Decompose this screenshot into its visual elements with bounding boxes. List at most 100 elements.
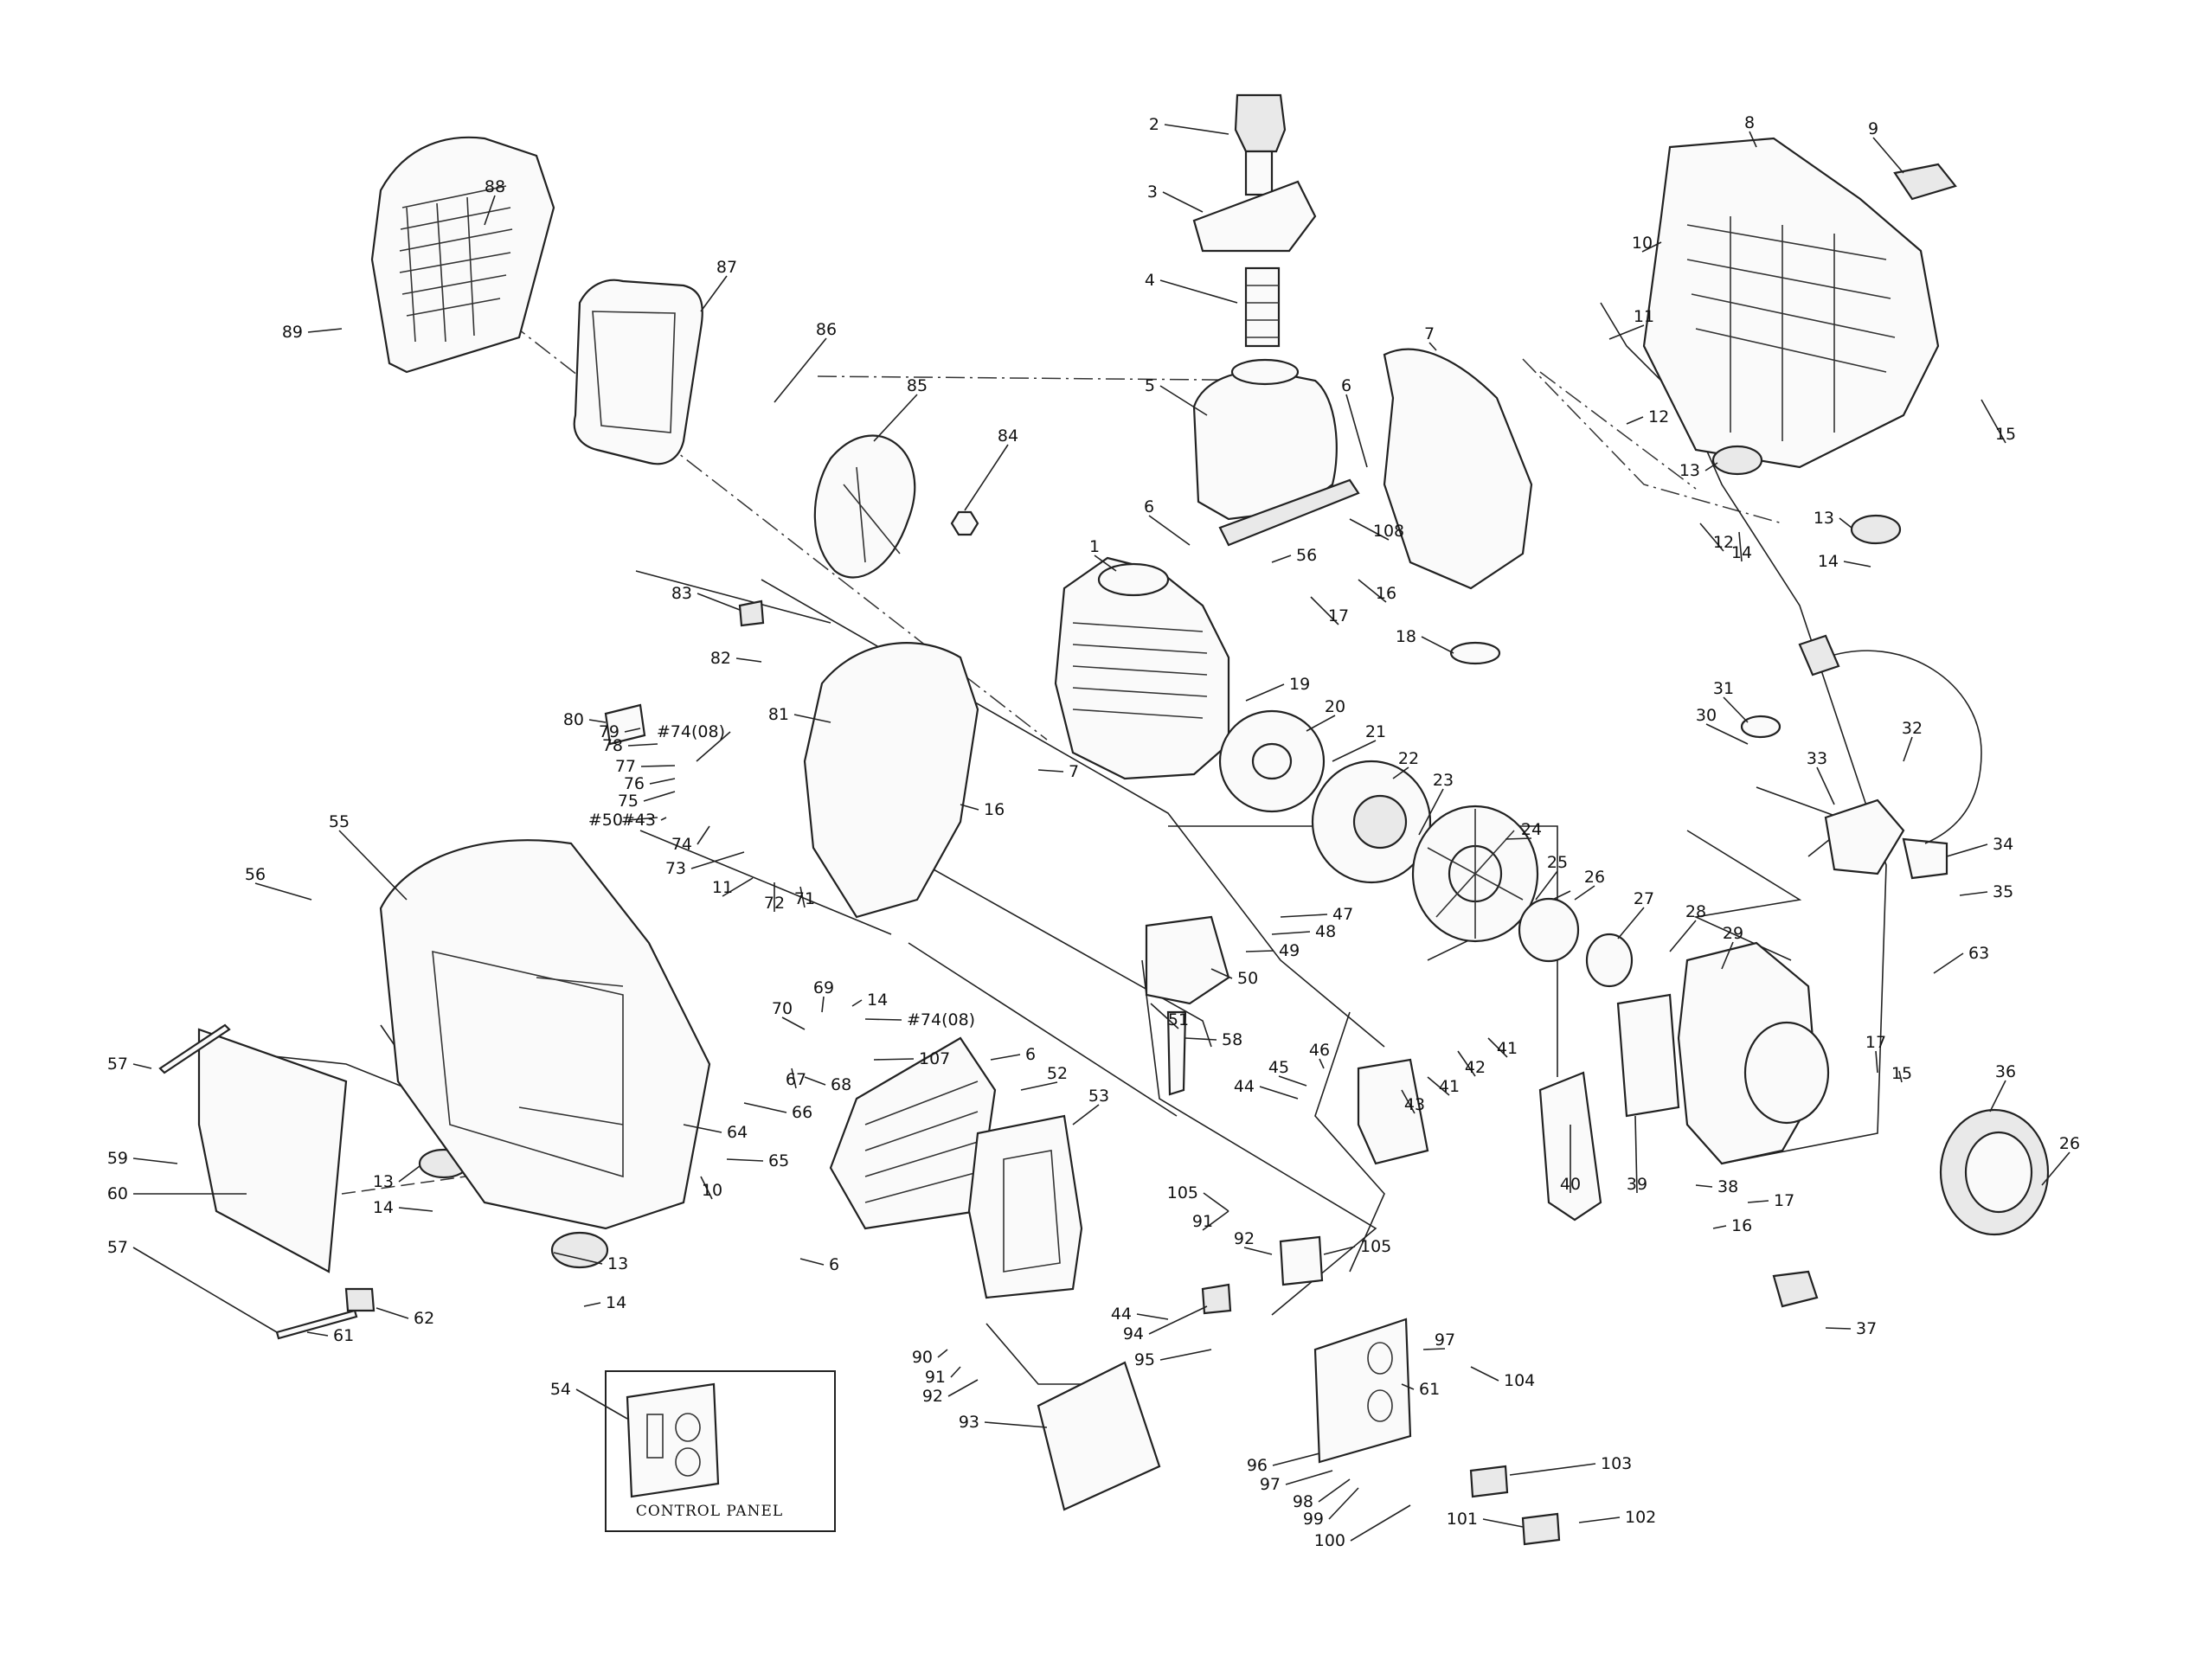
callout-leader-c38 — [1695, 1184, 1713, 1188]
callout-c92b: 92 — [922, 1387, 943, 1406]
callout-leader-c87 — [700, 275, 728, 312]
part-103-connector — [1469, 1465, 1509, 1498]
callout-c13d: 13 — [607, 1254, 628, 1273]
callout-c23: 23 — [1433, 771, 1454, 790]
part-60-side-panel — [197, 1028, 348, 1273]
callout-leader-c86 — [774, 337, 827, 403]
callout-leader-c99 — [1328, 1487, 1359, 1520]
callout-c98: 98 — [1293, 1492, 1313, 1511]
callout-leader-c6c — [990, 1054, 1021, 1061]
callout-leader-c9 — [1872, 137, 1904, 174]
callout-c17b: 17 — [1865, 1033, 1886, 1052]
callout-c89: 89 — [282, 323, 303, 342]
callout-c53: 53 — [1088, 1087, 1109, 1106]
callout-leader-c24 — [1505, 837, 1532, 840]
callout-leader-c14c — [398, 1207, 433, 1212]
callout-c102: 102 — [1625, 1508, 1656, 1527]
callout-leader-c44b — [1136, 1313, 1169, 1320]
callout-c72: 72 — [764, 894, 785, 913]
callout-leader-c49 — [1245, 950, 1274, 952]
callout-c27: 27 — [1634, 889, 1654, 908]
callout-leader-c41b — [1487, 1037, 1508, 1058]
part-96-control-panel — [1313, 1318, 1412, 1464]
callout-leader-c80 — [588, 719, 607, 723]
callout-leader-c28 — [1669, 920, 1697, 952]
part-50-carburetor — [1145, 915, 1230, 1005]
part-62-clamp — [344, 1287, 376, 1312]
callout-c45: 45 — [1268, 1058, 1289, 1077]
callout-leader-c6b — [1148, 515, 1191, 546]
callout-c19: 19 — [1289, 675, 1310, 694]
callout-c12b: 12 — [1713, 533, 1734, 552]
callout-leader-c1 — [1094, 555, 1117, 572]
callout-c87: 87 — [716, 258, 737, 277]
callout-leader-c30 — [1705, 723, 1749, 745]
callout-c73: 73 — [665, 859, 686, 878]
callout-c57a: 57 — [107, 1055, 128, 1074]
callout-leader-c26a — [1574, 885, 1595, 901]
callout-c95: 95 — [1134, 1350, 1155, 1369]
callout-c13b: 13 — [1814, 509, 1834, 528]
callout-leader-c105a — [1203, 1192, 1229, 1212]
callout-c104: 104 — [1504, 1371, 1535, 1390]
callout-c50b: #50 — [588, 811, 623, 830]
callout-c6c: 6 — [1025, 1045, 1036, 1064]
callout-leader-c107 — [873, 1058, 915, 1061]
callout-c64: 64 — [727, 1123, 748, 1142]
callout-c65: 65 — [768, 1151, 789, 1170]
callout-leader-c50b — [627, 817, 658, 821]
callout-leader-c97b — [1285, 1470, 1333, 1485]
callout-c68: 68 — [831, 1075, 851, 1094]
callout-leader-c21 — [1332, 740, 1377, 762]
part-37-handle — [1772, 1270, 1819, 1308]
callout-c46: 46 — [1309, 1041, 1330, 1060]
callout-c43a: 43 — [1404, 1095, 1425, 1114]
callout-leader-c26b — [2041, 1151, 2070, 1186]
callout-leader-c14e — [851, 999, 863, 1007]
callout-c41a: 41 — [1439, 1077, 1460, 1096]
callout-leader-c90 — [937, 1349, 948, 1358]
callout-c13c: 13 — [373, 1172, 394, 1191]
callout-leader-c34 — [1946, 843, 1988, 857]
callout-c92a: 92 — [1234, 1229, 1255, 1248]
callout-leader-c16b — [960, 804, 979, 811]
callout-leader-c91a — [1202, 1210, 1229, 1231]
callout-c14e: 14 — [867, 991, 888, 1010]
callout-c35: 35 — [1993, 882, 2013, 901]
callout-c6a: 6 — [1341, 376, 1351, 395]
part-24-fan — [1411, 805, 1539, 943]
part-83-block — [738, 600, 765, 627]
callout-leader-c14d — [583, 1302, 601, 1307]
part-85-cover — [813, 434, 916, 579]
callout-c85: 85 — [907, 376, 928, 395]
callout-c21: 21 — [1365, 722, 1386, 741]
callout-leader-c45 — [1278, 1075, 1307, 1087]
callout-leader-c6a — [1345, 394, 1368, 468]
part-93-plate — [1037, 1361, 1161, 1511]
callout-leader-c91b — [950, 1366, 961, 1378]
callout-leader-c81 — [793, 714, 831, 723]
callout-leader-c3 — [1162, 191, 1204, 213]
callout-c1: 1 — [1089, 537, 1100, 556]
callout-leader-c4 — [1159, 279, 1238, 304]
part-1-engine-block — [1054, 556, 1230, 780]
callout-leader-c94 — [1148, 1305, 1208, 1335]
callout-c84: 84 — [998, 426, 1018, 446]
callout-leader-c47 — [1280, 914, 1328, 918]
callout-c60: 60 — [107, 1184, 128, 1203]
callout-leader-c13a — [1704, 462, 1718, 471]
callout-leader-c39 — [1634, 1115, 1638, 1194]
callout-c14c: 14 — [373, 1198, 394, 1217]
callout-c97b: 97 — [1260, 1475, 1281, 1494]
callout-c26b: 26 — [2059, 1134, 2080, 1153]
callout-leader-c15a — [1981, 399, 2006, 444]
callout-leader-c93 — [984, 1421, 1048, 1428]
callout-leader-c23 — [1418, 788, 1444, 836]
callout-leader-c92b — [947, 1379, 979, 1397]
callout-c22: 22 — [1398, 749, 1419, 768]
callout-c7a: 7 — [1424, 324, 1435, 343]
callout-leader-c67 — [791, 1068, 797, 1089]
callout-c94: 94 — [1123, 1324, 1144, 1343]
callout-c13a: 13 — [1679, 461, 1700, 480]
callout-c74c: #74(08) — [907, 1010, 975, 1029]
